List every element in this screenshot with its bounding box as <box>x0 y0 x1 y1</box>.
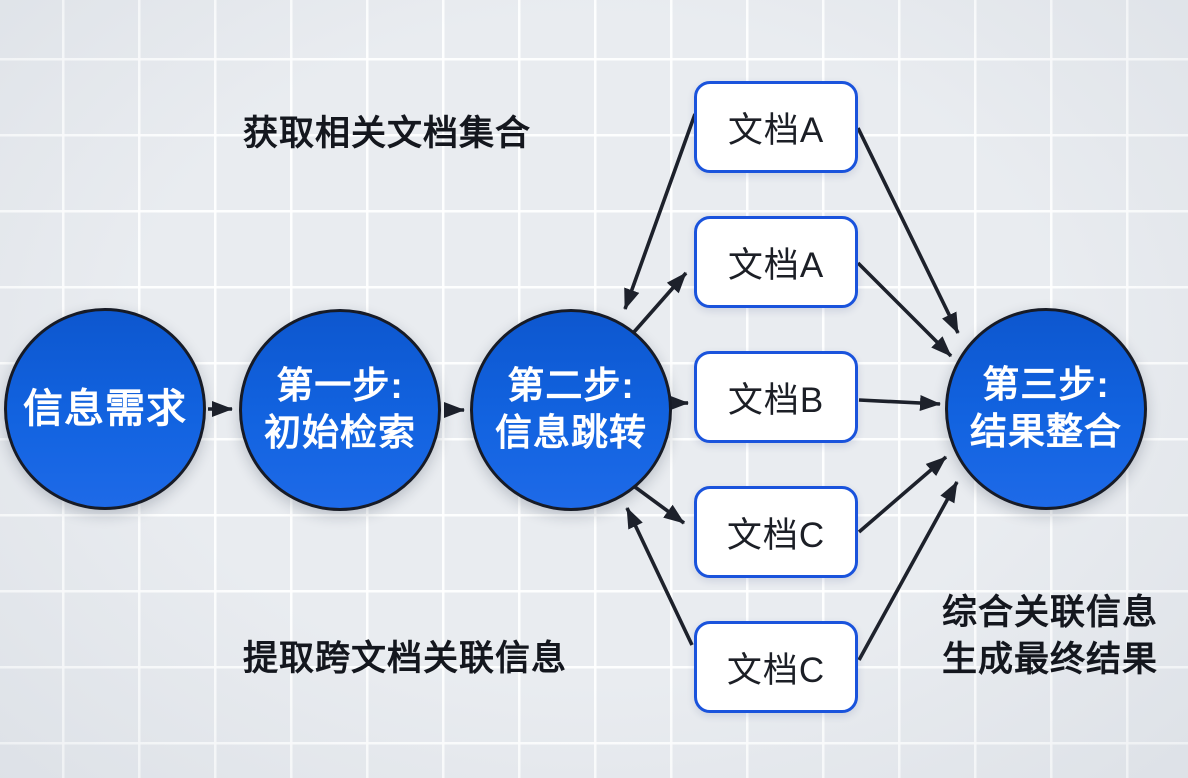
node-step1-initial-retrieval: 第一步: 初始检索 <box>239 309 441 511</box>
arrow-docA2-to-step3 <box>856 261 953 358</box>
arrow-step2-to-docA2 <box>632 271 688 334</box>
arrow-docC1-to-step3 <box>857 455 948 534</box>
arrow-docC2-to-step2 <box>625 507 694 646</box>
node-label: 信息需求 <box>23 386 187 431</box>
doc-box-a2: 文档A <box>694 216 858 308</box>
arrow-docA1-to-step3 <box>856 127 960 334</box>
doc-box-c2: 文档C <box>694 621 858 713</box>
doc-label: 文档A <box>727 110 825 150</box>
doc-label: 文档C <box>726 515 826 555</box>
node-label-line2: 信息跳转 <box>495 412 647 453</box>
node-step3-result-integration: 第三步: 结果整合 <box>945 308 1147 510</box>
doc-box-a1: 文档A <box>694 81 858 173</box>
node-step2-information-jump: 第二步: 信息跳转 <box>470 309 672 511</box>
doc-label: 文档C <box>726 650 826 690</box>
doc-box-c1: 文档C <box>694 486 858 578</box>
annotation-synthesize-final-result: 综合关联信息 生成最终结果 <box>942 589 1158 683</box>
node-label-line1: 第三步: <box>982 364 1110 406</box>
arrow-docA1-to-step2 <box>623 113 697 310</box>
doc-label: 文档A <box>727 245 825 285</box>
doc-box-b: 文档B <box>694 351 858 443</box>
arrow-docB-to-step3 <box>858 395 941 412</box>
annotation-extract-cross-doc-info: 提取跨文档关联信息 <box>243 639 568 678</box>
annotation-line1: 综合关联信息 <box>942 593 1159 632</box>
node-label-line2: 结果整合 <box>970 411 1122 452</box>
annotation-get-related-docs: 获取相关文档集合 <box>243 114 532 153</box>
node-label-line1: 第一步: <box>276 365 404 407</box>
node-label-line2: 初始检索 <box>264 412 416 453</box>
node-information-need: 信息需求 <box>4 308 206 510</box>
doc-label: 文档B <box>727 380 825 420</box>
node-label-line1: 第二步: <box>507 365 635 407</box>
annotation-line2: 生成最终结果 <box>942 640 1159 679</box>
arrow-docC2-to-step3 <box>857 481 959 661</box>
arrow-step2-to-docC1 <box>633 485 686 525</box>
